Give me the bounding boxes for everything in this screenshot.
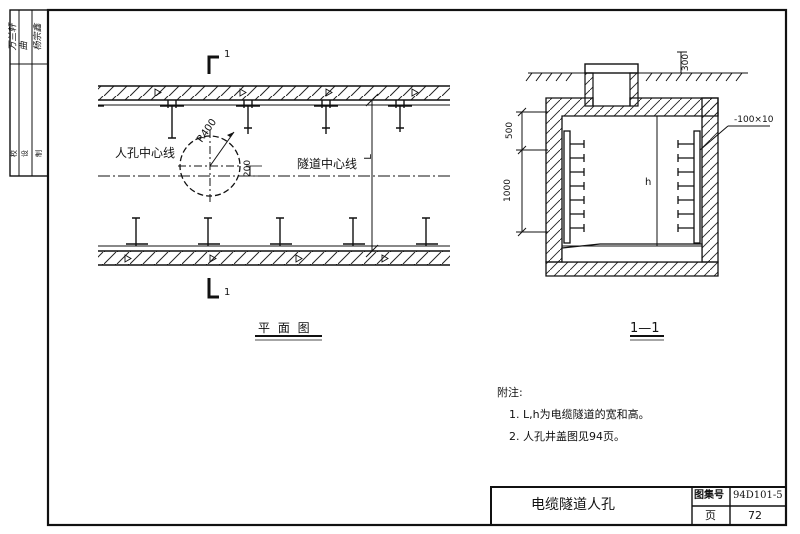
tunnel-wall-left-top (545, 97, 719, 263)
section-caption: 1—1 (630, 321, 660, 336)
height-label: h (645, 177, 652, 188)
plan-view (98, 55, 450, 341)
side-label-check: 校 (10, 150, 18, 157)
section-view (516, 51, 770, 341)
steel-label: -100×10 (734, 115, 774, 125)
page-number: 72 (748, 509, 762, 522)
plan-top-wall (98, 86, 450, 100)
note-1: 1. L,h为电缆隧道的宽和高。 (509, 408, 650, 421)
manhole-center-label: 人孔中心线 (115, 146, 176, 160)
side-signature-2: 曲 (19, 41, 30, 51)
dim-500-label: 500 (505, 121, 516, 140)
plan-bottom-wall (98, 251, 450, 265)
section-top-dimension (677, 51, 687, 74)
ground-line (525, 72, 748, 82)
side-label-draw: 制 (35, 150, 43, 157)
width-label: L (362, 154, 374, 160)
sheet-border (46, 8, 788, 527)
section-mark-bottom-number: 1 (224, 287, 231, 298)
side-signature-1: 万兰轩 (8, 23, 19, 51)
side-signature-block (9, 9, 49, 177)
dim-1000-label: 1000 (502, 179, 513, 202)
dim-300-label: 300 (681, 53, 692, 72)
plan-bottom-brackets (126, 217, 438, 246)
section-mark-bottom (207, 278, 219, 299)
section-left-bracket-rack (563, 130, 585, 244)
side-signature-3: 杨宗鑫 (33, 23, 44, 51)
atlas-number-label: 图集号 (694, 490, 724, 501)
offset-label: 200 (243, 159, 254, 178)
notes-title: 附注: (497, 386, 523, 399)
manhole-cover (584, 63, 639, 74)
side-label-design: 设 (21, 150, 29, 157)
plan-top-brackets (98, 100, 412, 139)
drawing-title: 电缆隧道人孔 (531, 497, 615, 513)
tunnel-wall-right (701, 97, 719, 263)
section-mark-top-number: 1 (224, 49, 231, 60)
tunnel-floor (545, 261, 719, 277)
note-2: 2. 人孔井盖图见94页。 (509, 430, 625, 443)
tunnel-center-label: 隧道中心线 (297, 157, 358, 171)
atlas-number: 94D101-5 (733, 490, 783, 501)
section-right-bracket-rack (677, 130, 701, 244)
section-mark-top (207, 55, 219, 74)
title-block (490, 486, 787, 526)
section-left-dimensions (516, 107, 548, 237)
page-label: 页 (705, 509, 716, 522)
plan-caption: 平 面 图 (258, 321, 312, 335)
